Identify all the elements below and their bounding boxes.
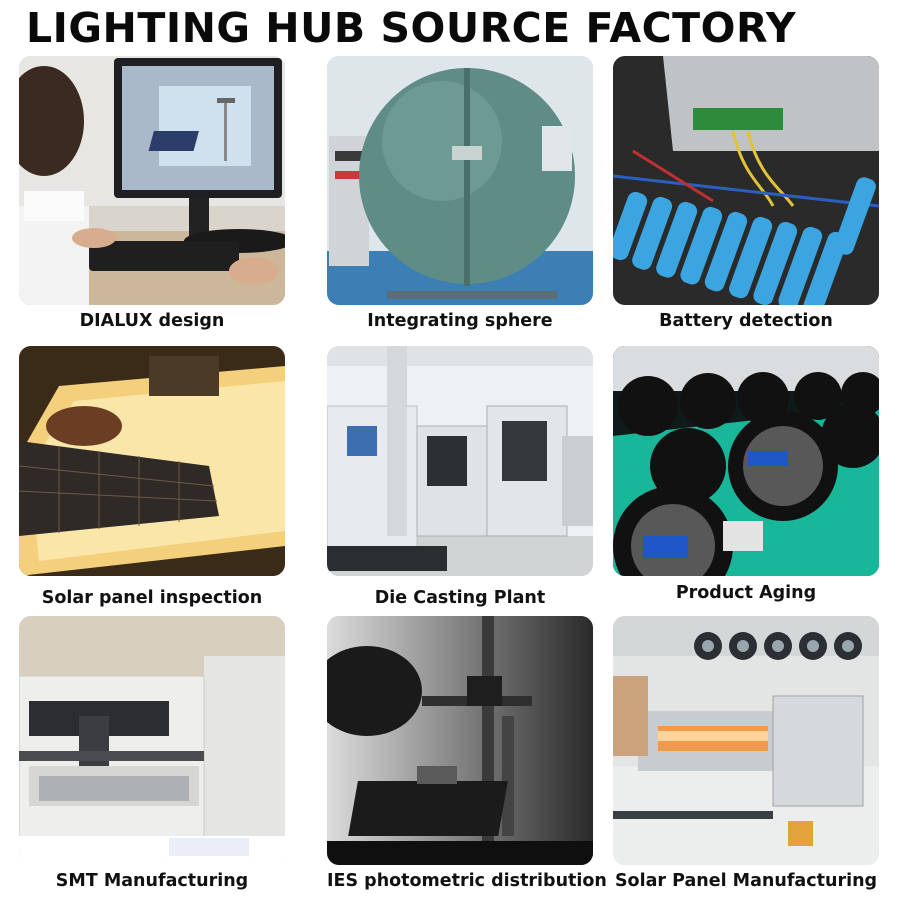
grid-item-solar-panel-inspection: Solar panel inspection [19, 346, 285, 608]
grid-item-integrating-sphere: Integrating sphere [327, 56, 593, 331]
smt-manufacturing-photo [19, 616, 285, 865]
grid-item-caption: SMT Manufacturing [55, 871, 249, 891]
grid-item-caption: Solar panel inspection [41, 588, 263, 608]
grid-item-solar-panel-manufacturing: Solar Panel Manufacturing [613, 616, 879, 891]
page-title: LIGHTING HUB SOURCE FACTORY [26, 4, 797, 52]
grid-item-caption: IES photometric distribution [327, 871, 607, 891]
grid-item-product-aging: Product Aging [613, 346, 879, 603]
grid-item-caption: Battery detection [659, 311, 833, 331]
grid-item-caption: DIALUX design [79, 311, 225, 331]
design-computer-photo [19, 56, 285, 305]
die-casting-plant-photo [327, 346, 593, 576]
grid-item-battery-detection: Battery detection [613, 56, 879, 331]
solar-panel-manufacturing-photo [613, 616, 879, 865]
grid-item-ies-photometric: IES photometric distribution [327, 616, 607, 891]
grid-item-caption: Die Casting Plant [374, 588, 546, 608]
grid-item-dialux: DIALUX design [19, 56, 285, 331]
integrating-sphere-photo [327, 56, 593, 305]
grid-item-smt-manufacturing: SMT Manufacturing [19, 616, 285, 891]
battery-detection-photo [613, 56, 879, 305]
grid-item-caption: Product Aging [675, 583, 817, 603]
product-aging-photo [613, 346, 879, 576]
ies-photometric-photo [327, 616, 593, 865]
solar-panel-inspection-photo [19, 346, 285, 576]
grid-item-caption: Integrating sphere [367, 311, 553, 331]
grid-item-die-casting-plant: Die Casting Plant [327, 346, 593, 608]
grid-item-caption: Solar Panel Manufacturing [614, 871, 878, 891]
